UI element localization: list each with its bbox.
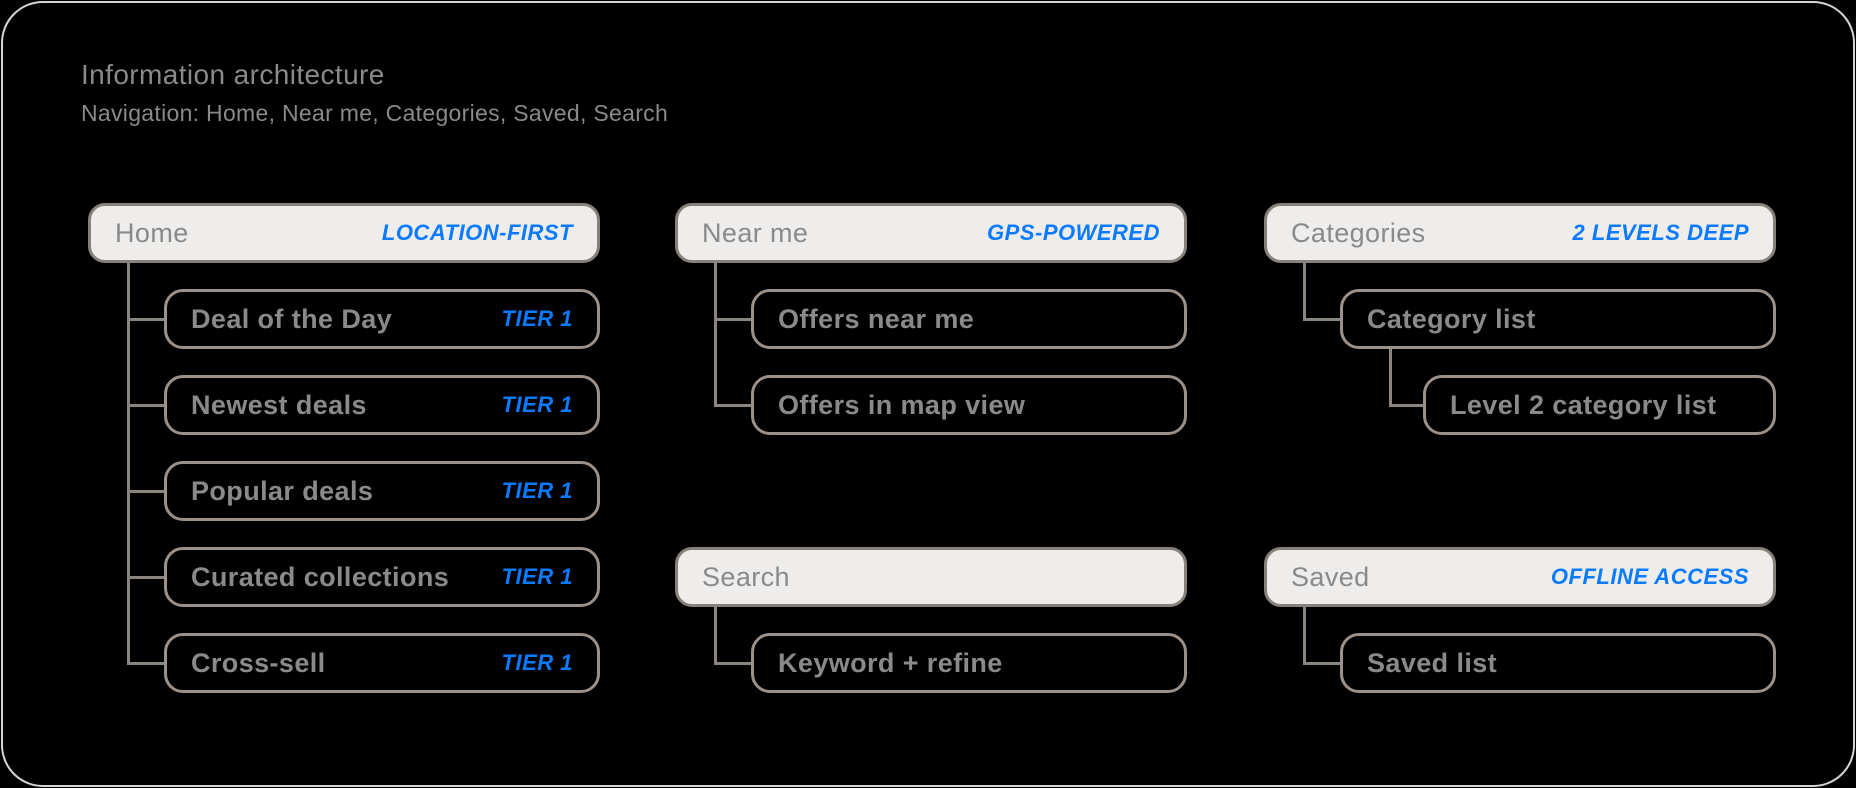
node-newest-deals: Newest deals TIER 1 [164, 375, 600, 435]
tree-connector-hline [127, 404, 164, 407]
node-label: Keyword + refine [778, 647, 1003, 678]
node-badge: GPS-POWERED [987, 220, 1160, 245]
tree-connector-hline [127, 490, 164, 493]
tree-connector-hline [714, 404, 751, 407]
tree-connector-vline [1389, 349, 1392, 406]
tree-connector-vline [714, 607, 717, 664]
node-badge: TIER 1 [501, 564, 573, 589]
page-title: Information architecture [81, 59, 385, 90]
node-categories: Categories 2 LEVELS DEEP [1264, 203, 1776, 263]
tree-connector-vline [714, 263, 717, 406]
node-offers-in-map-view: Offers in map view [751, 375, 1187, 435]
tree-connector-hline [127, 662, 164, 665]
node-badge: TIER 1 [501, 478, 573, 503]
node-level-2-category-list: Level 2 category list [1423, 375, 1776, 435]
tree-connector-vline [127, 263, 130, 664]
node-offers-near-me: Offers near me [751, 289, 1187, 349]
node-label: Cross-sell [191, 647, 326, 678]
node-label: Search [702, 561, 790, 592]
node-saved: Saved OFFLINE ACCESS [1264, 547, 1776, 607]
node-label: Newest deals [191, 389, 367, 420]
node-badge: LOCATION-FIRST [381, 220, 573, 245]
node-label: Categories [1291, 217, 1426, 248]
tree-connector-hline [714, 318, 751, 321]
node-label: Offers near me [778, 303, 975, 334]
node-home: Home LOCATION-FIRST [88, 203, 600, 263]
node-category-list: Category list [1340, 289, 1776, 349]
node-curated-collections: Curated collections TIER 1 [164, 547, 600, 607]
tree-connector-vline [1303, 607, 1306, 664]
page-subtitle: Navigation: Home, Near me, Categories, S… [81, 100, 669, 126]
node-cross-sell: Cross-sell TIER 1 [164, 633, 600, 693]
node-popular-deals: Popular deals TIER 1 [164, 461, 600, 521]
node-keyword-refine: Keyword + refine [751, 633, 1187, 693]
node-label: Popular deals [191, 475, 374, 506]
node-saved-list: Saved list [1340, 633, 1776, 693]
node-badge: TIER 1 [501, 392, 573, 417]
node-label: Deal of the Day [191, 303, 393, 334]
node-badge: OFFLINE ACCESS [1550, 564, 1749, 589]
tree-connector-hline [127, 576, 164, 579]
node-label: Category list [1367, 303, 1536, 334]
tree-connector-hline [1303, 662, 1340, 665]
node-label: Level 2 category list [1450, 389, 1717, 420]
node-label: Saved list [1367, 647, 1498, 678]
node-search: Search [675, 547, 1187, 607]
tree-connector-hline [714, 662, 751, 665]
node-badge: 2 LEVELS DEEP [1572, 220, 1749, 245]
node-label: Saved [1291, 561, 1370, 592]
tree-connector-hline [127, 318, 164, 321]
node-label: Curated collections [191, 561, 450, 592]
tree-connector-hline [1389, 404, 1423, 407]
node-label: Near me [702, 217, 809, 248]
node-badge: TIER 1 [501, 650, 573, 675]
node-badge: TIER 1 [501, 306, 573, 331]
node-label: Home [115, 217, 189, 248]
tree-connector-hline [1303, 318, 1340, 321]
tree-connector-vline [1303, 263, 1306, 320]
node-label: Offers in map view [778, 389, 1026, 420]
node-deal-of-the-day: Deal of the Day TIER 1 [164, 289, 600, 349]
node-near-me: Near me GPS-POWERED [675, 203, 1187, 263]
